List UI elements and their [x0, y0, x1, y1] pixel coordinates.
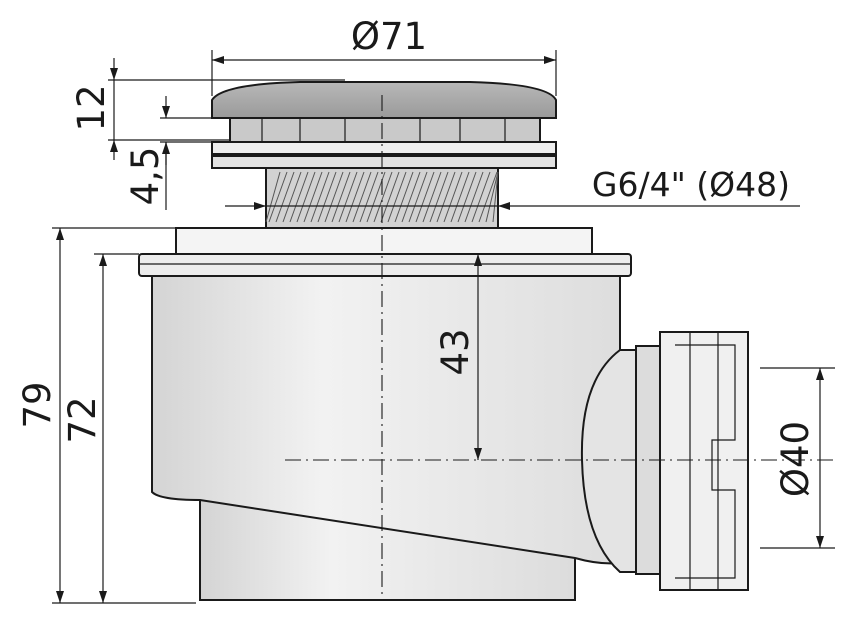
- flange-ring: [211, 141, 557, 169]
- thread-line: [268, 171, 288, 223]
- thread-line: [478, 171, 498, 223]
- body-height-label: 72: [61, 396, 104, 443]
- thread-line: [345, 171, 365, 223]
- thread-line: [429, 171, 449, 223]
- total-height-label: 79: [16, 381, 59, 428]
- thread-line: [394, 171, 414, 223]
- thread-line: [282, 171, 302, 223]
- drain-cap: [211, 81, 557, 143]
- outlet-nut: [635, 331, 749, 591]
- thread-line: [401, 171, 421, 223]
- thread-line: [352, 171, 372, 223]
- thread-line: [331, 171, 351, 223]
- thread-line: [450, 171, 470, 223]
- thread-line: [317, 171, 337, 223]
- thread-dimension: G6/4" (Ø48): [225, 165, 800, 210]
- siphon-body: [138, 227, 642, 601]
- outlet-diameter-dimension: Ø40: [760, 367, 835, 549]
- thread-line: [338, 171, 358, 223]
- thread-line: [380, 171, 400, 223]
- thread-label: G6/4" (Ø48): [592, 165, 790, 204]
- thread-line: [443, 171, 463, 223]
- thread-line: [408, 171, 428, 223]
- cap-height-label: 12: [70, 84, 113, 131]
- thread-line: [492, 171, 499, 223]
- thread-line: [464, 171, 484, 223]
- total-height-dimension: 79: [16, 227, 196, 604]
- thread-line: [359, 171, 379, 223]
- thread-line: [275, 171, 295, 223]
- flange-gap-dimension: 4,5: [124, 96, 212, 210]
- thread-line: [387, 171, 407, 223]
- thread-line: [471, 171, 491, 223]
- thread-line: [485, 171, 499, 223]
- thread-line: [457, 171, 477, 223]
- thread-line: [310, 171, 330, 223]
- thread-line: [289, 171, 309, 223]
- cap-height-dimension: 12: [70, 58, 345, 160]
- cap-diameter-label: Ø71: [351, 15, 427, 58]
- thread-line: [303, 171, 323, 223]
- thread-line: [422, 171, 442, 223]
- thread-line: [373, 171, 393, 223]
- outlet-diameter-label: Ø40: [774, 421, 817, 497]
- outlet-depth-label: 43: [434, 328, 477, 375]
- thread-line: [324, 171, 344, 223]
- thread-line: [265, 171, 281, 223]
- thread-line: [436, 171, 456, 223]
- thread-line: [296, 171, 316, 223]
- thread-line: [415, 171, 435, 223]
- outlet-depth-dimension: 43: [434, 254, 482, 460]
- cap-diameter-dimension: Ø71: [211, 15, 557, 96]
- body-height-dimension: 72: [61, 253, 139, 603]
- flange-gap-label: 4,5: [124, 147, 167, 206]
